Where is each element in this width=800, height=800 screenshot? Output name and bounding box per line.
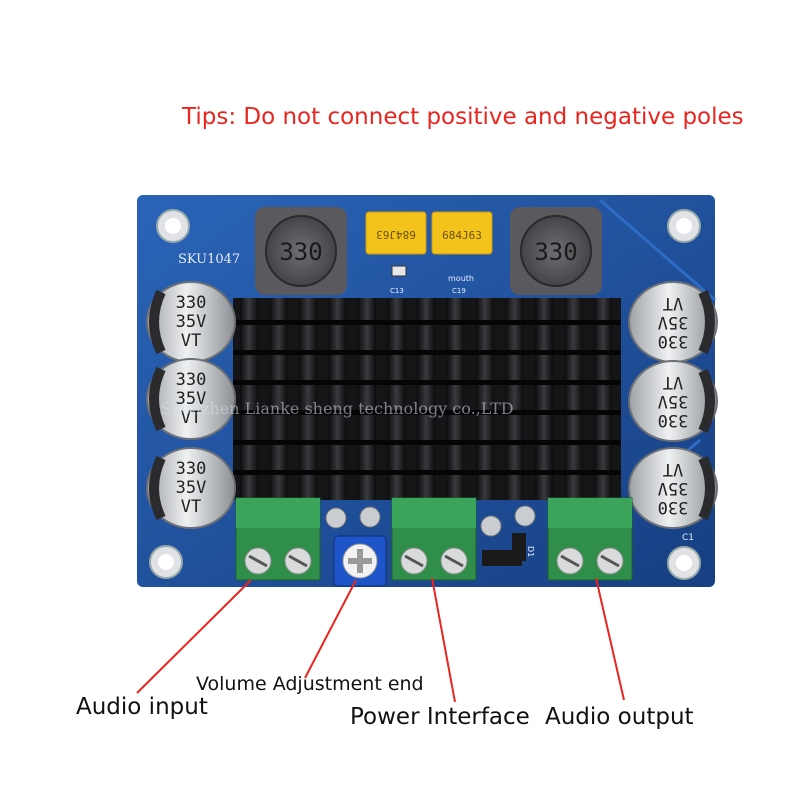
capacitor-marking: VT (663, 459, 683, 479)
sku-label: SKU1047 (178, 252, 240, 267)
pointer-lines (136, 577, 625, 703)
capacitor-marking: VT (181, 497, 201, 517)
svg-text:33035VVT: 33035VVT (658, 459, 689, 517)
heatsink-fin (535, 298, 553, 500)
svg-text:684J63: 684J63 (442, 229, 482, 242)
capacitor-marking: VT (663, 372, 683, 392)
label-power-interface: Power Interface (350, 704, 530, 730)
terminal-power (391, 497, 477, 581)
label-volume-adjustment: Volume Adjustment end (196, 673, 424, 695)
mouth-label: mouth (448, 274, 474, 283)
tantalum-cap-left: 684J63 (365, 211, 427, 255)
capacitor-marking: 330 (658, 497, 689, 517)
heatsink-fin (387, 298, 406, 500)
c19-label: C19 (452, 287, 466, 295)
d1-label: D1 (526, 546, 535, 557)
capacitor-marking: 35V (176, 312, 207, 332)
capacitor-marking: VT (181, 331, 201, 351)
capacitor-marking: 330 (658, 331, 689, 351)
svg-text:33035VVT: 33035VVT (658, 372, 689, 430)
heatsink-fin (358, 298, 376, 500)
heatsink-fin (476, 298, 494, 500)
capacitor-marking: VT (181, 408, 201, 428)
pointer-audio-output (595, 577, 625, 701)
terminal-audio-input (235, 497, 321, 581)
inductor-left: 330 (255, 207, 347, 295)
heatsink-fin (594, 298, 612, 500)
svg-text:33035VVT: 33035VVT (658, 293, 689, 351)
watermark: Shenzhen Lianke sheng technology co.,LTD (160, 399, 514, 418)
capacitor-marking: 330 (176, 370, 207, 390)
capacitor-marking: 35V (658, 391, 689, 411)
tantalum-cap-right: 684J63 (431, 211, 493, 255)
electrolytic-capacitor: 33035VVT (628, 360, 718, 442)
heatsink-fin (417, 298, 435, 500)
label-audio-output: Audio output (545, 704, 694, 730)
svg-text:33035VVT: 33035VVT (176, 293, 207, 351)
capacitor-marking: 35V (176, 389, 207, 409)
c1-label: C1 (682, 533, 694, 543)
pointer-audio-input (136, 579, 252, 694)
inductor-right: 330 (510, 207, 602, 295)
terminal-audio-output (547, 497, 633, 581)
small-components (325, 505, 536, 566)
mounting-holes (149, 209, 701, 580)
heatsink-fin (240, 298, 258, 500)
capacitor-marking: 35V (658, 312, 689, 332)
heatsink-fin (446, 298, 465, 500)
c13-label: C13 (390, 287, 404, 295)
capacitor-marking: 35V (176, 478, 207, 498)
label-audio-input: Audio input (76, 694, 208, 720)
electrolytic-capacitor: 33035VVT (628, 281, 718, 363)
capacitor-marking: 330 (658, 410, 689, 430)
capacitor-marking: 330 (176, 459, 207, 479)
heatsink-fin (328, 298, 347, 500)
capacitor-marking: 330 (176, 293, 207, 313)
potentiometer (333, 535, 387, 587)
heatsink (233, 298, 621, 500)
heatsink-fin (564, 298, 583, 500)
electrolytic-capacitor: 33035VVT (628, 447, 718, 529)
svg-text:33035VVT: 33035VVT (176, 370, 207, 428)
svg-text:684J63: 684J63 (376, 228, 416, 241)
svg-text:330: 330 (534, 238, 577, 266)
heatsink-fin (269, 298, 288, 500)
heatsink-fin (299, 298, 317, 500)
screw-terminals (235, 497, 633, 581)
svg-text:330: 330 (279, 238, 322, 266)
capacitor-marking: VT (663, 293, 683, 313)
pointer-power (431, 577, 456, 703)
tips-warning: Tips: Do not connect positive and negati… (182, 104, 744, 130)
pointer-volume (304, 579, 357, 679)
capacitor-marking: 35V (658, 478, 689, 498)
heatsink-fin (505, 298, 524, 500)
svg-text:33035VVT: 33035VVT (176, 459, 207, 517)
